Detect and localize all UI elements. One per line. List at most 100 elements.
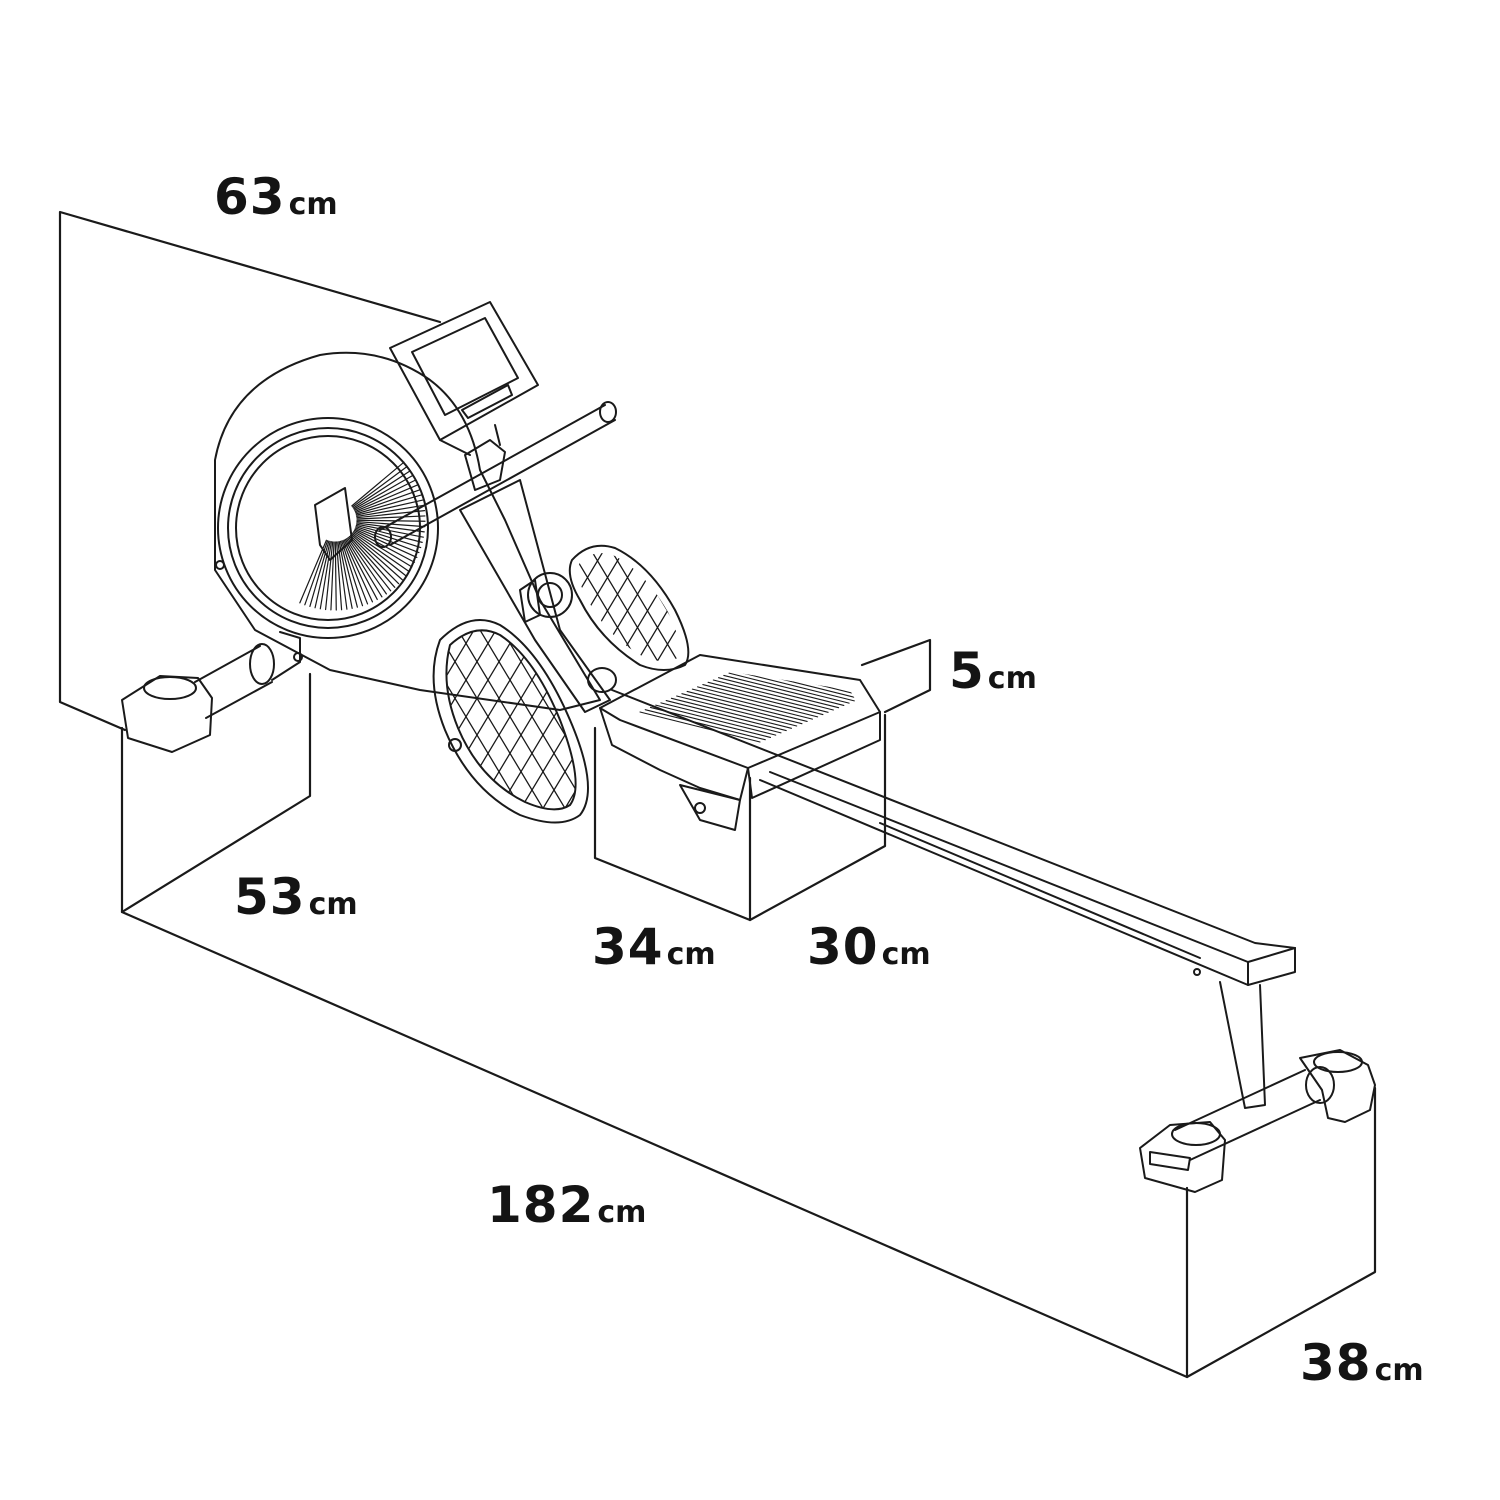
monitor-bezel [390,302,538,440]
grid-line [206,620,326,820]
seat-ridge [724,675,844,705]
front-tube [195,646,272,718]
seat-ridge [692,689,812,719]
fan-blade [352,534,405,576]
fan-blade [343,541,368,604]
fan-blade [357,516,425,519]
grid-line [452,620,572,820]
seat-ridge [671,698,791,728]
tension-knob [528,573,572,617]
fan-blade [335,542,336,610]
fan-blade [353,466,408,507]
seat-ridge [666,701,786,731]
footrest-left-bolt [449,739,461,751]
seat-bolt [695,803,705,813]
seat-ridge [650,707,770,737]
total-length-unit: cm [597,1195,647,1230]
seat-thickness-unit: cm [987,661,1037,696]
seat-box-guide [595,728,750,920]
grid-line [228,620,348,820]
grid-line [551,540,630,672]
fan-blade [354,531,412,566]
monitor [390,302,538,455]
front-foot-pad [144,677,196,699]
fan-blade [357,520,425,521]
grid-line [645,540,724,672]
fan-blade [357,523,424,532]
fan-blade [338,542,347,609]
rail-slot [880,823,1200,958]
rail-end-top [1248,948,1295,962]
grid-line [525,540,604,672]
base-width-value: 53 [234,868,306,926]
fan-blade [352,462,404,506]
seat-ridge [703,685,823,715]
monitor-screen [412,318,518,415]
flywheel-rim [218,418,438,638]
grid-line [338,620,458,820]
footrest-right-outline [570,546,689,670]
grid-line [631,540,710,672]
height-unit: cm [288,187,338,222]
seat-ridges [640,664,870,742]
front-base-guide [122,674,310,912]
grid-line [765,540,844,672]
seat-length-value: 34 [592,918,664,976]
handle-holder [465,440,505,490]
grid-line [445,540,524,672]
grid-line [785,540,864,672]
handle-bar [380,405,615,545]
monitor-post [440,425,500,455]
rear-base-guide [1187,1088,1375,1377]
grid-line [705,540,784,672]
rear-tube [1175,1070,1320,1160]
rail-bolt [1194,969,1200,975]
seat-ridge [661,703,781,733]
fan-blade [351,536,399,584]
seat [600,655,880,830]
rail-bottom-edge [760,780,1295,985]
seat-ridge [645,710,765,740]
fan-blade [300,540,327,603]
fan-blade [349,537,391,590]
fan-blade [357,505,424,516]
seat-length-unit: cm [666,937,716,972]
fan-blade [355,529,417,557]
front-stabilizer [122,632,302,752]
fan-blade [354,475,413,509]
rear-width-value: 38 [1300,1334,1372,1392]
seat-ridge [640,712,760,742]
grid-line [320,620,440,820]
rear-leg [1220,982,1265,1108]
seat-ridge [687,691,807,721]
fan-blade [348,538,387,594]
rear-tube-cap [1306,1067,1334,1103]
fan-blade [339,542,352,609]
seat-ridge [698,687,818,717]
grid-line [451,540,530,672]
grid-line [651,540,730,672]
rail-top-edge [612,690,1295,948]
seat-ridge [734,671,854,701]
seat-thickness-value: 5 [949,642,985,700]
fan-blade [350,536,395,587]
seat-width-unit: cm [881,937,931,972]
seat-mount [680,785,740,830]
grid-line [725,540,804,672]
grid-line [448,620,568,820]
grid-line [671,540,750,672]
fan-blade [351,535,402,580]
fan-blade [356,527,421,548]
seat-ridge [708,682,828,712]
grid-line [298,620,418,820]
height-value: 63 [214,168,286,226]
rail-mid-line [770,772,1248,962]
fan-blade [355,480,416,510]
grid-line [391,540,470,672]
front-connector [272,632,300,680]
